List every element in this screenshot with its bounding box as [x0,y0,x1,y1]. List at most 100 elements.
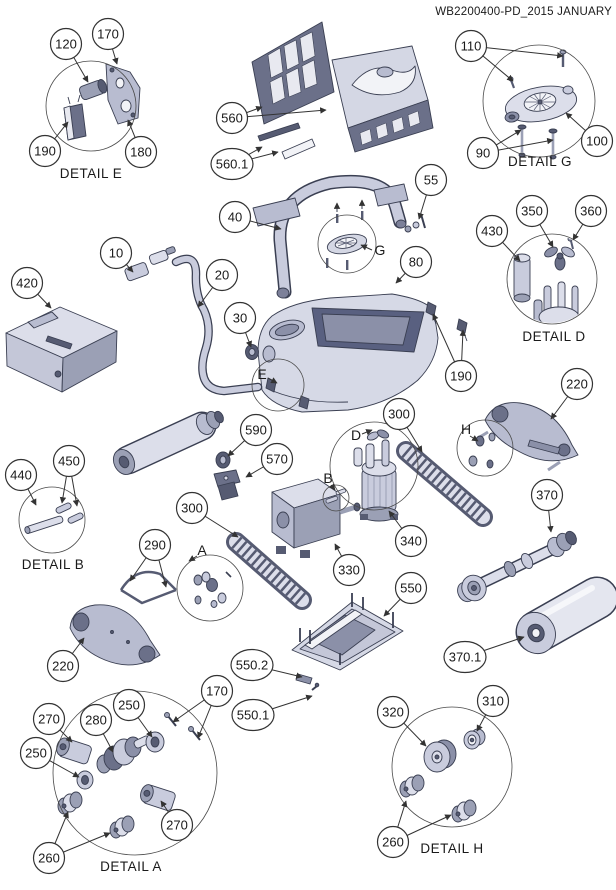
filter-screen-panel [251,21,335,125]
callout-bubble [210,147,254,181]
callout-number: 560 [221,111,243,126]
callout-number: 270 [38,712,60,727]
callout-bubble [443,640,487,674]
callout-570: 570 [260,442,294,476]
scrubber-strips [257,122,316,160]
callout-number: 170 [97,27,119,42]
callout-number: 270 [166,818,188,833]
callout-220: 220 [46,649,80,683]
callout-bubble [124,135,158,169]
callout-number: 550.1 [237,708,270,723]
callout-bubble [475,214,509,248]
callout-bubble [19,736,53,770]
callout-320: 320 [376,695,410,729]
callout-number: 30 [233,311,247,326]
ref-letter-arrow-H [469,435,479,442]
detail-caption: DETAIL D [522,329,585,344]
callout-bubble [200,674,234,708]
callout-90: 90 [466,136,500,170]
callout-number: 310 [482,694,504,709]
callout-number: 100 [586,134,608,149]
callout-number: 260 [38,851,60,866]
callout-560.1: 560.1 [210,147,254,181]
callout-250: 250 [112,688,146,722]
callout-360: 360 [574,194,608,228]
callout-bubble [454,29,488,63]
detail-caption: DETAIL G [508,154,572,169]
callout-260: 260 [376,825,410,859]
callout-bubble [239,413,273,447]
callout-number: 370.1 [449,650,482,665]
callout-550: 550 [394,571,428,605]
callout-bubble [574,194,608,228]
callout-250: 250 [19,736,53,770]
callout-number: 590 [245,423,267,438]
detail-caption: DETAIL H [420,841,483,856]
callout-bubble [79,703,113,737]
callout-bubble [10,266,44,300]
callout-number: 340 [400,534,422,549]
callout-bubble [530,478,564,512]
detail-caption: DETAIL B [22,557,85,572]
callout-300: 300 [382,397,416,431]
callout-number: 220 [566,377,588,392]
callout-190: 190 [444,359,478,393]
callout-bubble [382,397,416,431]
callout-number: 20 [215,268,229,283]
callout-number: 280 [85,713,107,728]
callout-440: 440 [4,458,38,492]
callout-number: 190 [450,369,472,384]
callout-number: 80 [409,255,423,270]
ref-letter-E: E [257,366,266,382]
ref-letter-arrow-D [361,429,373,436]
callout-number: 550.2 [236,658,269,673]
callout-number: 10 [109,246,123,261]
callout-430: 430 [475,214,509,248]
callout-number: 450 [58,454,80,469]
callout-340: 340 [394,524,428,558]
ref-letter-arrow-G [360,244,373,251]
callout-number: 55 [424,173,438,188]
ref-letter-H: H [461,421,471,437]
callout-number: 120 [55,37,77,52]
callout-number: 300 [388,407,410,422]
source-d-circle [329,421,419,511]
callout-590: 590 [239,413,273,447]
callout-number: 570 [266,452,288,467]
source-b-circle [322,484,350,512]
callout-bubble [205,258,239,292]
detail-d-parts [513,236,580,323]
callout-bubble [215,101,249,135]
callout-number: 110 [461,39,482,54]
callout-bubble [444,359,478,393]
callout-20: 20 [205,258,239,292]
callout-number: 350 [521,204,543,219]
callout-270: 270 [160,808,194,842]
callout-10: 10 [99,236,133,270]
callout-370.1: 370.1 [443,640,487,674]
bottom-plate [291,593,404,671]
detail-caption: DETAIL E [60,166,123,181]
callout-bubble [28,134,62,168]
callout-220: 220 [560,367,594,401]
callout-number: 430 [481,224,503,239]
callout-bubble [175,491,209,525]
callout-bubble [138,528,172,562]
callout-bubble [46,649,80,683]
ref-letter-arrow-A [188,555,198,562]
callout-bubble [260,442,294,476]
callout-560: 560 [215,101,249,135]
impeller-plate-top [326,199,368,270]
callout-bubble [4,458,38,492]
callout-bubble [231,698,275,732]
callout-110: 110 [454,29,488,63]
source-g-circle [317,214,377,274]
callout-100: 100 [580,124,614,158]
detail-h-parts [399,728,486,823]
axle-rollers-small [193,571,232,608]
callout-350: 350 [515,194,549,228]
callout-40: 40 [218,200,252,234]
callout-bubble [160,808,194,842]
callout-420: 420 [10,266,44,300]
